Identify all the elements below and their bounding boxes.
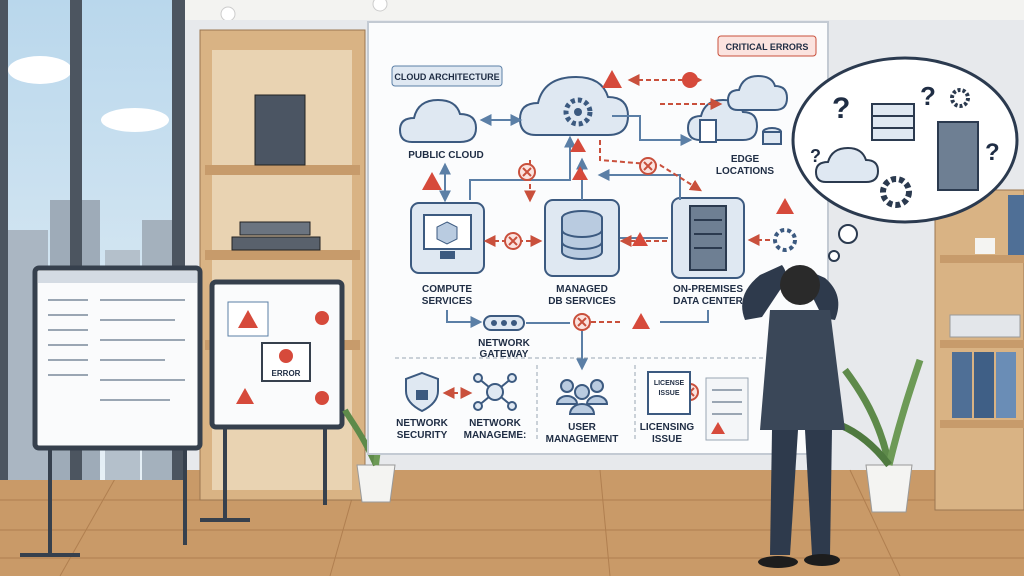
box-stack — [949, 314, 1021, 338]
users-icon — [555, 379, 609, 415]
edge-label-1: EDGE — [731, 154, 760, 165]
gateway-label-2: GATEWAY — [480, 349, 529, 360]
net-management-label-2: MANAGEME: — [464, 430, 527, 441]
managed-label-1: MANAGED — [556, 284, 608, 295]
server-rack-icon — [689, 205, 727, 271]
error-label: ERROR — [272, 369, 301, 378]
businessman — [742, 265, 845, 568]
onprem-label-1: ON-PREMISES — [673, 284, 743, 295]
floor-planks — [0, 469, 1024, 576]
server-icon — [871, 103, 915, 141]
net-management-label-1: NETWORK — [469, 418, 521, 429]
onprem-label-2: DATA CENTER — [673, 296, 744, 307]
whiteboard-left — [20, 265, 203, 557]
license-card — [647, 371, 691, 415]
compute-label-2: SERVICES — [422, 296, 473, 307]
title-tag — [391, 65, 503, 87]
network-switch — [231, 236, 321, 251]
plant-pot — [975, 238, 995, 254]
error-icon — [315, 391, 329, 405]
net-security-label-1: NETWORK — [396, 418, 448, 429]
user-management-label-1: USER — [568, 422, 597, 433]
question-mark-icon: ? — [920, 81, 936, 111]
error-icon — [315, 311, 329, 325]
error-board: ERROR — [200, 279, 345, 522]
gear-icon — [880, 176, 912, 208]
managed-label-2: DB SERVICES — [548, 296, 616, 307]
gateway-label-1: NETWORK — [478, 338, 530, 349]
net-security-label-2: SECURITY — [397, 430, 448, 441]
cloud-icon — [814, 146, 880, 183]
ceiling-light — [372, 0, 388, 12]
server-rack-icon — [937, 121, 979, 191]
warning-icon — [238, 310, 258, 328]
public-cloud-label: PUBLIC CLOUD — [408, 150, 484, 161]
licensing-label-2: ISSUE — [652, 434, 682, 445]
warning-triangles — [422, 70, 794, 329]
license-card-text-2: ISSUE — [658, 390, 679, 397]
error-icon — [279, 349, 293, 363]
question-mark-icon: ? — [810, 146, 821, 166]
question-mark-icon: ? — [832, 92, 850, 125]
network-switch — [239, 221, 311, 236]
critical-errors-label: CRITICAL ERRORS — [726, 42, 809, 52]
diagram-title: CLOUD ARCHITECTURE — [394, 72, 499, 82]
user-management-label-2: MANAGEMENT — [546, 434, 619, 445]
binder — [974, 352, 994, 418]
licensing-label-1: LICENSING — [640, 422, 695, 433]
license-card-text-1: LICENSE — [654, 380, 685, 387]
architecture-screen: CLOUD ARCHITECTURE CRITICAL ERRORS PUBLI… — [367, 21, 829, 455]
binder — [952, 352, 972, 418]
compute-label-1: COMPUTE — [422, 284, 472, 295]
edge-cloud-icon — [726, 74, 789, 111]
warning-icon — [236, 388, 254, 404]
edge-server-icon — [699, 119, 717, 143]
network-hub-icon — [473, 373, 517, 411]
critical-tag — [717, 35, 817, 57]
binder — [996, 352, 1016, 418]
server-unit — [254, 94, 306, 166]
edge-label-2: LOCATIONS — [716, 166, 774, 177]
plant-pot-right — [838, 358, 924, 513]
shelf-unit-right — [934, 189, 1024, 511]
public-cloud-icon — [398, 98, 478, 143]
gear-icon — [950, 88, 970, 108]
ceiling-light — [220, 6, 236, 22]
thought-bubble: ? ? ? ? — [791, 56, 1019, 262]
cube-icon — [436, 221, 458, 245]
question-mark-icon: ? — [985, 139, 1000, 166]
gear-icon — [773, 228, 797, 252]
gear-icon — [563, 97, 593, 127]
